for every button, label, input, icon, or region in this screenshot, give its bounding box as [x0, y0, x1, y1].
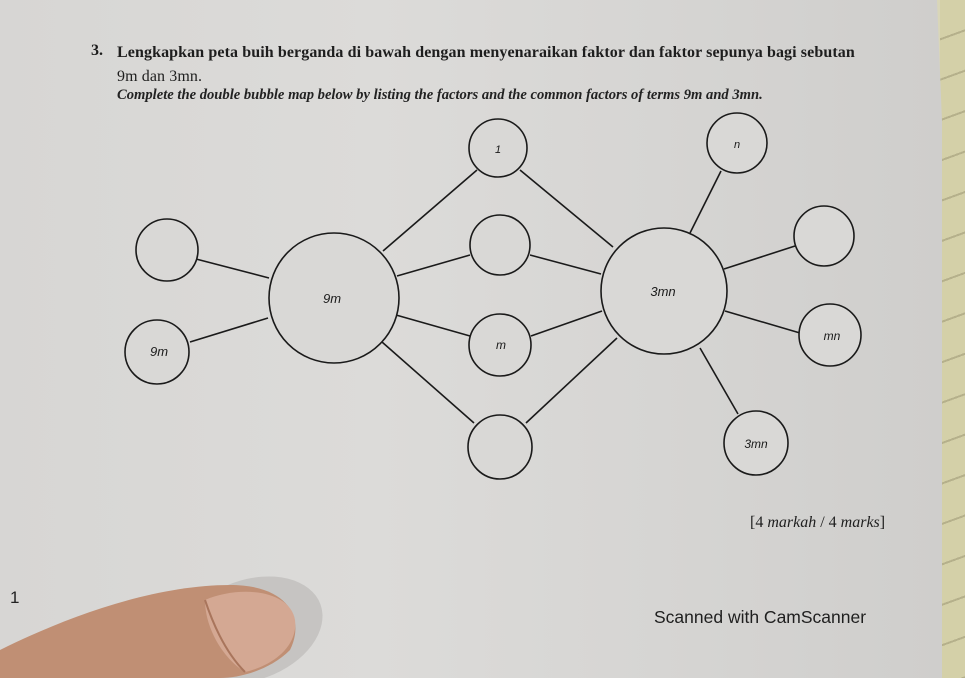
left-factor-bubble-empty[interactable]: [135, 218, 199, 282]
marks-value-english: 4: [828, 514, 837, 531]
question-text-malay: Lengkapkan peta buih berganda di bawah d…: [117, 41, 877, 89]
right-factor-bubble-3mn: [723, 410, 789, 476]
left-center-label: 9m: [323, 291, 341, 306]
common-factor-label-2: m: [496, 338, 506, 352]
marks-bracket-close: ]: [879, 514, 886, 531]
right-center-bubble: [600, 227, 728, 355]
right-factor-bubble-empty[interactable]: [793, 205, 855, 267]
marks-separator: /: [820, 514, 825, 531]
right-factor-label-0: n: [734, 139, 740, 151]
question-number: 3.: [91, 42, 103, 59]
left-factor-label-1: 9m: [150, 344, 168, 359]
question-instruction-malay: Lengkapkan peta buih berganda di bawah d…: [117, 44, 855, 61]
right-factor-bubble-n: [706, 112, 768, 174]
connector-lines: [189, 169, 801, 424]
marks-word-english: marks: [840, 514, 880, 531]
question-terms-malay: 9m dan 3mn.: [117, 68, 203, 85]
background-sheet-lines: [940, 0, 965, 678]
background-sheet: [940, 0, 965, 678]
marks-word-malay: markah: [767, 514, 817, 531]
common-factor-label-0: 1: [495, 144, 501, 156]
left-center-bubble: [268, 232, 400, 364]
common-factor-bubble-1: [468, 118, 528, 178]
right-center-label: 3mn: [650, 284, 675, 299]
marks-value-malay: 4: [755, 514, 764, 531]
right-factor-label-2: mn: [824, 329, 841, 343]
right-factor-bubble-mn: [798, 303, 862, 367]
marks-bracket-open: [: [750, 514, 756, 531]
marks-allocation: [4 markah / 4 marks]: [750, 514, 885, 532]
camscanner-watermark: Scanned with CamScanner: [654, 607, 867, 627]
left-factor-bubble-9m: [124, 319, 190, 385]
common-factor-bubble-empty-2[interactable]: [467, 414, 533, 480]
right-factor-label-3: 3mn: [744, 437, 768, 451]
common-factor-bubble-empty-1[interactable]: [469, 214, 531, 276]
question-text-english: Complete the double bubble map below by …: [117, 87, 763, 103]
common-factor-bubble-m: [468, 313, 532, 377]
page-number: 1: [10, 588, 20, 607]
